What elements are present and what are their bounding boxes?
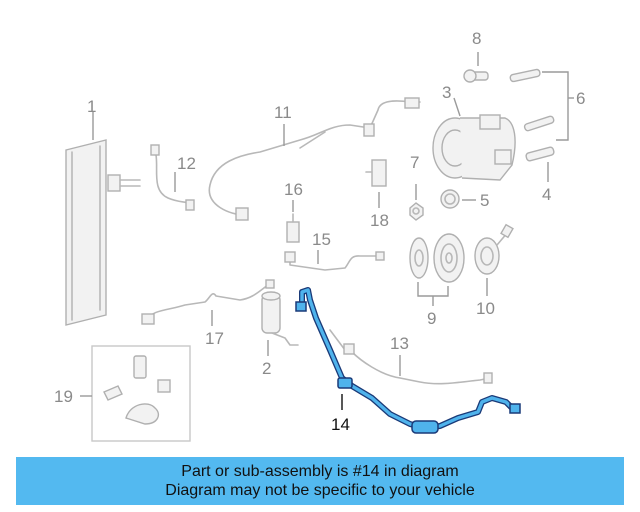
switch-18-part [365, 159, 387, 208]
callout-2: 2 [262, 359, 272, 378]
valve-4-part [525, 146, 555, 182]
seal-5-part [440, 189, 476, 209]
clutch-9-part [409, 233, 465, 306]
callout-9: 9 [427, 309, 437, 328]
bolt-8-part [463, 52, 489, 83]
drier-2-part [261, 291, 299, 356]
callout-17: 17 [205, 329, 224, 348]
studs-6-part [509, 68, 574, 141]
hose-17-part [141, 279, 275, 326]
callout-4: 4 [542, 185, 552, 204]
kit-19-part [80, 345, 191, 442]
nut-7-part [409, 184, 424, 221]
callout-16: 16 [284, 180, 303, 199]
banner-line-part-number: Part or sub-assembly is #14 in diagram [181, 463, 459, 480]
callout-3: 3 [442, 83, 452, 102]
callout-11: 11 [274, 103, 292, 122]
callout-6: 6 [576, 89, 586, 108]
callout-14: 14 [331, 415, 350, 434]
callout-10: 10 [476, 299, 495, 318]
hose-11-part [208, 97, 421, 221]
line-12-part [150, 144, 195, 211]
coil-10-part [474, 223, 514, 296]
callout-5: 5 [480, 191, 490, 210]
callout-19: 19 [54, 387, 73, 406]
compressor-part [432, 97, 516, 181]
callout-12: 12 [177, 154, 196, 173]
callout-15: 15 [312, 230, 331, 249]
condenser-part [65, 112, 141, 326]
callout-13: 13 [390, 334, 409, 353]
sensor-16-part [286, 200, 300, 243]
parts-diagram [65, 52, 574, 442]
info-banner: Part or sub-assembly is #14 in diagram D… [16, 457, 624, 505]
callout-7: 7 [410, 153, 420, 172]
callout-8: 8 [472, 29, 482, 48]
line-15-part [284, 250, 385, 271]
banner-line-disclaimer: Diagram may not be specific to your vehi… [165, 482, 475, 499]
callout-18: 18 [370, 211, 389, 230]
callout-1: 1 [87, 97, 97, 116]
hose-13-part [329, 329, 493, 385]
hose-14-highlighted-part [295, 287, 521, 434]
